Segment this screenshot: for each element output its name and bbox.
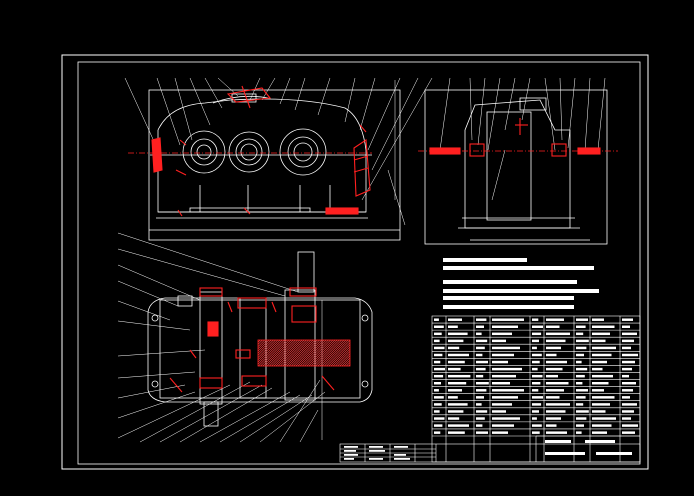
plan-section-details	[169, 287, 335, 393]
technical-notes	[443, 258, 599, 309]
title-block	[339, 435, 641, 463]
parts-list-table	[431, 315, 641, 463]
gear-hatch	[257, 339, 351, 367]
top-section-view	[117, 232, 373, 443]
side-elevation-view	[424, 77, 608, 245]
inner-border	[77, 61, 641, 465]
outer-border	[61, 54, 649, 470]
front-elevation-view	[124, 77, 433, 241]
front-section-details	[151, 85, 371, 217]
